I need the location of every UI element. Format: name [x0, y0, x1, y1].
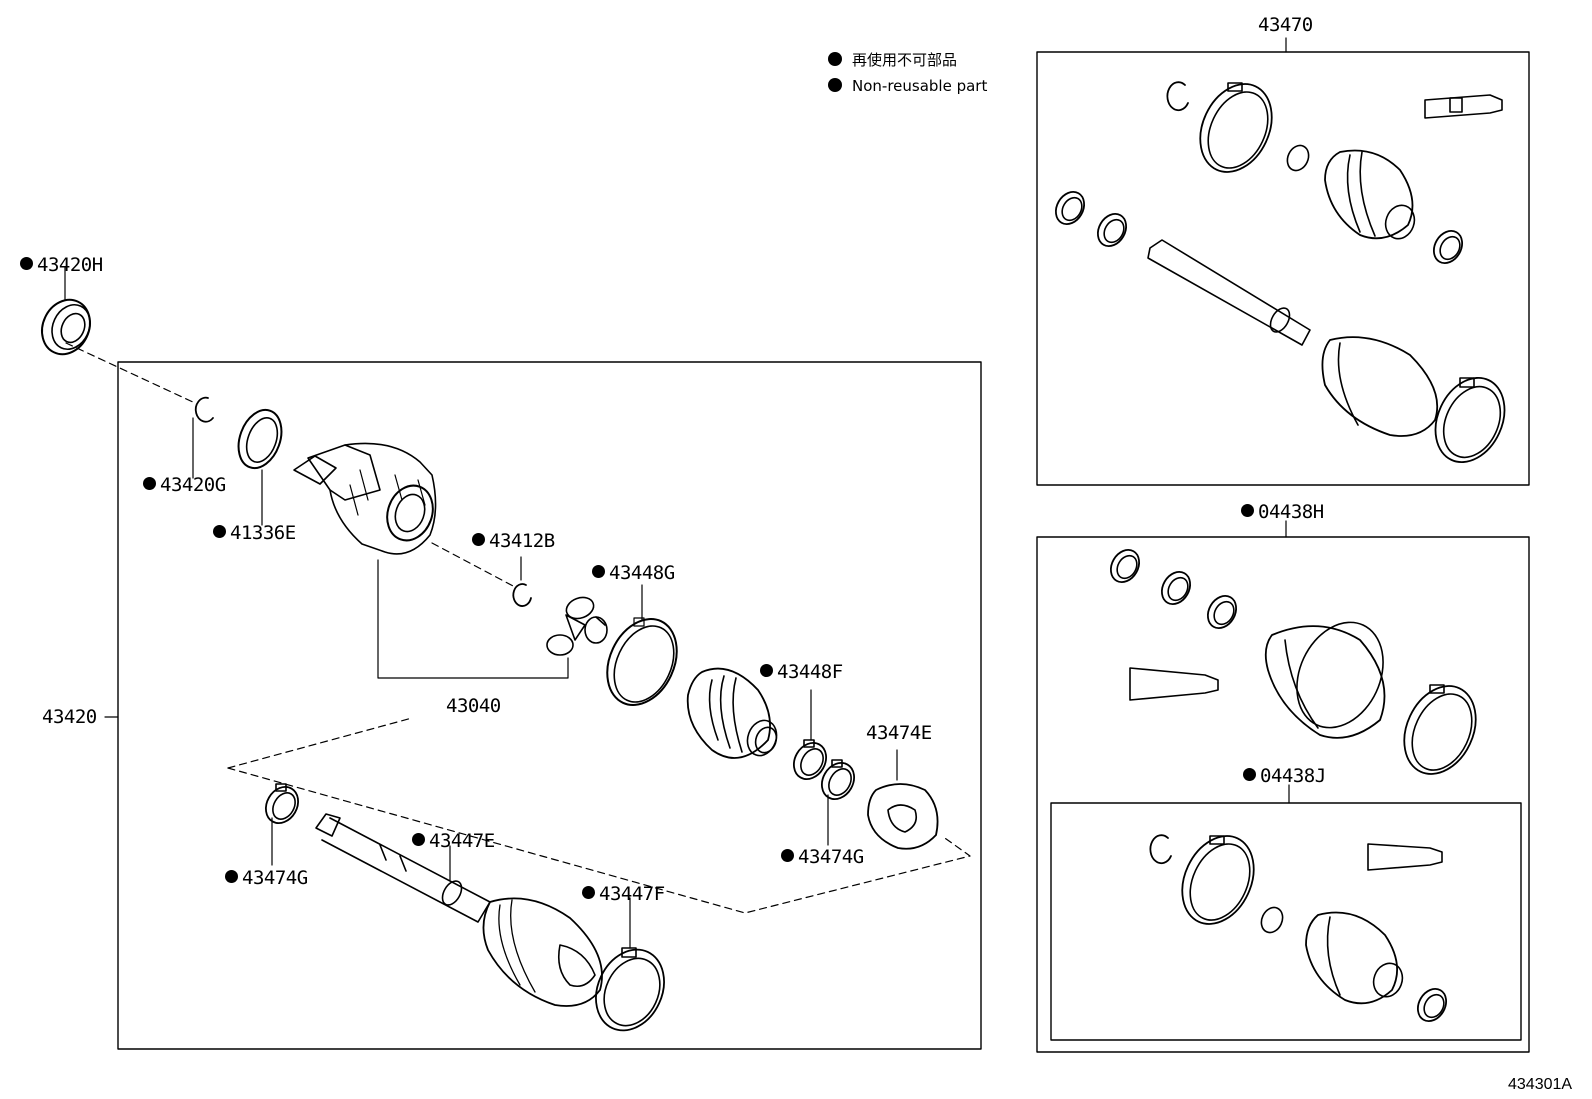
bullet-icon: [582, 886, 595, 899]
oil-seal-icon: [41, 266, 91, 356]
small-clamp-icon: [793, 689, 827, 780]
outboard-shaft-cv-joint-icon: [315, 813, 665, 1032]
frame-04438J: [1050, 802, 1522, 1041]
bullet-icon: [20, 257, 33, 270]
legend-ja: 再使用不可部品: [828, 52, 957, 68]
part-label-43474G-left: 43474G: [225, 869, 308, 888]
part-number: 43412B: [489, 530, 555, 552]
boot-kit-04438J-icon: [1149, 834, 1448, 1022]
bullet-icon: [143, 477, 156, 490]
small-clamp-icon: [265, 783, 299, 866]
part-label-43420: 43420: [42, 708, 97, 727]
tripod-housing-icon: [293, 442, 569, 679]
part-number: 43470: [1258, 14, 1313, 36]
part-label-41336E: 41336E: [213, 524, 296, 543]
part-label-04438H: 04438H: [1241, 503, 1324, 522]
part-number: 43447E: [429, 830, 495, 852]
inner-boot-icon: [686, 667, 778, 759]
part-label-43448G: 43448G: [592, 564, 675, 583]
part-number: 43474G: [242, 867, 308, 889]
part-label-43420G: 43420G: [143, 476, 226, 495]
part-number: 43420H: [37, 254, 103, 276]
bullet-icon: [225, 870, 238, 883]
frame-43420: [117, 361, 982, 1050]
bullet-icon: [213, 525, 226, 538]
bullet-icon: [412, 833, 425, 846]
bullet-icon: [781, 849, 794, 862]
part-number: 43420: [42, 706, 97, 728]
small-snap-ring-icon: [512, 556, 532, 607]
part-number: 43448G: [609, 562, 675, 584]
bullet-icon: [828, 52, 842, 66]
part-number: 41336E: [230, 522, 296, 544]
part-number: 43040: [446, 695, 501, 717]
bullet-icon: [1241, 504, 1254, 517]
small-clamp-icon: [821, 759, 855, 846]
boot-clamp-ring-icon: [606, 584, 678, 706]
part-label-43474G-right: 43474G: [781, 848, 864, 867]
part-label-43412B: 43412B: [472, 532, 555, 551]
figure-code: 434301A: [1508, 1076, 1573, 1093]
part-label-43448F: 43448F: [760, 663, 843, 682]
legend-en: Non-reusable part: [828, 78, 987, 94]
tripod-spider-icon: [546, 596, 608, 656]
part-number: 43420G: [160, 474, 226, 496]
snap-ring-icon: [192, 396, 214, 479]
bullet-icon: [1243, 768, 1256, 781]
bullet-icon: [592, 565, 605, 578]
boot-kit-04438H-icon: [1109, 549, 1477, 775]
part-number: 43448F: [777, 661, 843, 683]
part-number: 43447F: [599, 883, 665, 905]
part-label-43474E: 43474E: [866, 724, 932, 743]
part-number: 43474E: [866, 722, 932, 744]
legend-en-text: Non-reusable part: [852, 77, 988, 95]
part-label-43040: 43040: [446, 697, 501, 716]
bullet-icon: [472, 533, 485, 546]
dynamic-damper-icon: [867, 749, 939, 850]
bullet-icon: [760, 664, 773, 677]
part-label-43420H: 43420H: [20, 256, 103, 275]
part-label-04438J: 04438J: [1243, 767, 1326, 786]
seal-ring-icon: [237, 408, 283, 526]
part-number: 04438J: [1260, 765, 1326, 787]
part-label-43447F: 43447F: [582, 885, 665, 904]
dashed-subassembly-outline: [227, 717, 413, 769]
part-label-43470: 43470: [1258, 16, 1313, 35]
part-number: 43474G: [798, 846, 864, 868]
frame-04438H: [1036, 536, 1530, 1053]
bullet-icon: [828, 78, 842, 92]
part-label-43447E: 43447E: [412, 832, 495, 851]
boot-kit-43470-icon: [1054, 81, 1506, 464]
legend-ja-text: 再使用不可部品: [852, 51, 958, 69]
part-number: 04438H: [1258, 501, 1324, 523]
frame-43470: [1036, 51, 1530, 486]
